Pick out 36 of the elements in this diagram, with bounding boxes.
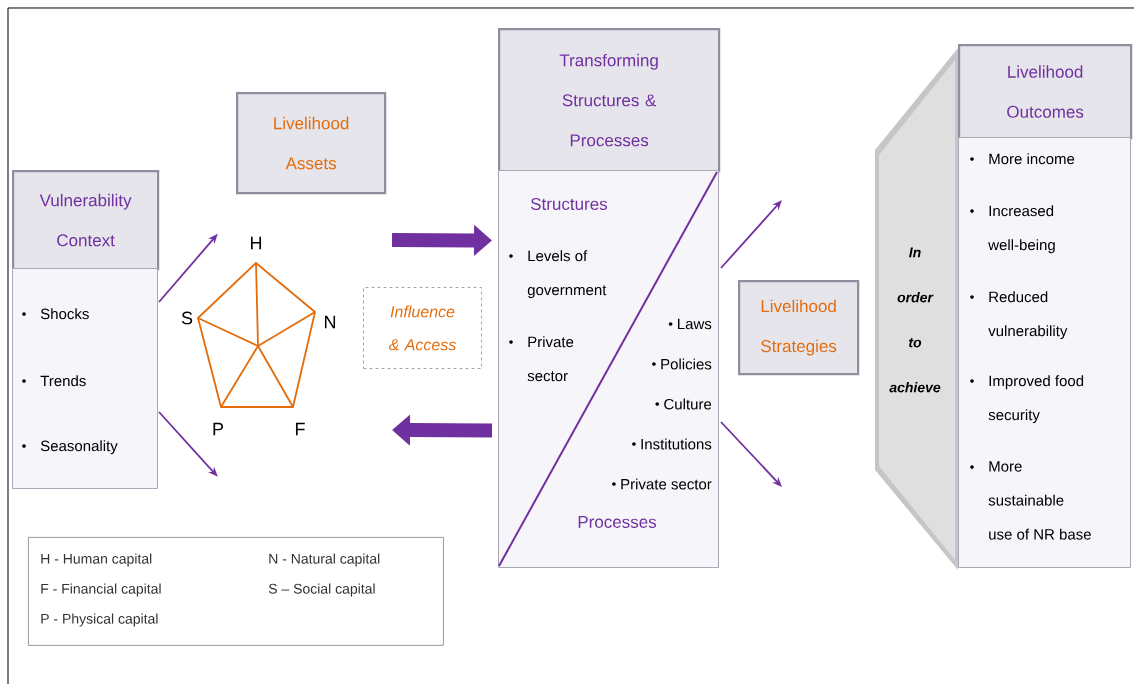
node-label: F (295, 422, 305, 436)
header-box: Livelihood Strategies (738, 280, 860, 376)
bullet-item: Improved food security (970, 375, 1084, 424)
bullet-item: Policies (652, 358, 712, 370)
bullet-item: Trends (22, 375, 86, 387)
node-label: P (213, 422, 224, 436)
bullet-item: Shocks (22, 308, 89, 320)
bullet-item: Reduced vulnerability (970, 291, 1068, 340)
bullet-item: More income (970, 153, 1075, 165)
node-label: S (181, 311, 193, 325)
bullet-item: Seasonality (22, 440, 118, 455)
section-heading: Processes (578, 516, 657, 528)
list-panel (12, 268, 158, 489)
header-box: Livelihood Outcomes (958, 44, 1133, 140)
split-panel (498, 170, 719, 568)
bullet-item: Institutions (632, 438, 712, 450)
key-box: H - Human capital N - Natural capital F - Financial capital S – Social capital P - Physical capital (28, 537, 444, 646)
dashed-box: Influence & Access (363, 287, 482, 369)
node-label: N (324, 315, 336, 329)
list-panel (958, 137, 1131, 568)
arrow (720, 421, 782, 487)
bullet-item: Private sector (612, 478, 712, 490)
section-heading: Structures (531, 197, 608, 210)
asset-pentagon: H S N P F (181, 236, 336, 436)
bullet-item: More sustainable use of NR base (970, 461, 1091, 540)
header-box: Vulnerability Context (12, 170, 160, 271)
bullet-item: Levels of government (509, 250, 607, 299)
node-label: H (250, 236, 262, 250)
arrow (720, 200, 782, 269)
header-box: Transforming Structures & Processes (498, 28, 721, 173)
bullet-item: Culture (655, 398, 712, 410)
bullet-item: Laws (668, 318, 712, 330)
bullet-item: Private sector (509, 336, 574, 382)
bullet-item: Increased well-being (970, 205, 1055, 254)
header-box: Livelihood Assets (236, 92, 387, 195)
shaded-band: In order to achieve (875, 48, 958, 570)
